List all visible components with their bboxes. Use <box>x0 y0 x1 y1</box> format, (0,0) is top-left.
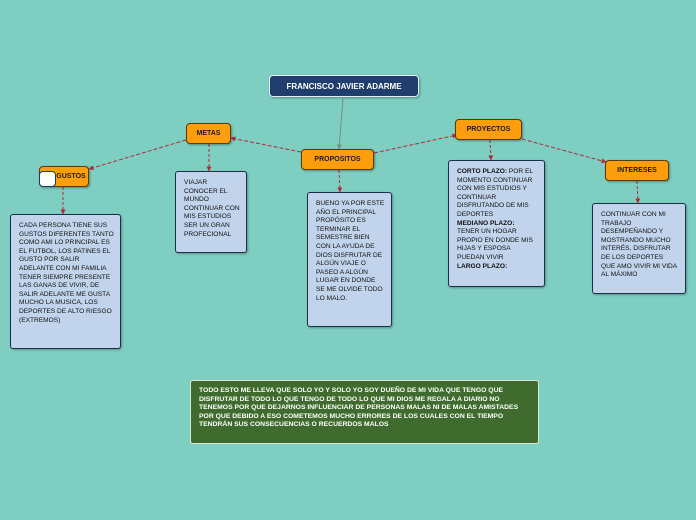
label-mediano-plazo: MEDIANO PLAZO: <box>457 219 515 227</box>
connector-proyectos-detail <box>488 139 494 161</box>
connector-intereses-detail <box>635 180 641 204</box>
topic-propositos[interactable]: PROPOSITOS <box>301 149 374 170</box>
detail-proyectos[interactable]: CORTO PLAZO: POR EL MOMENTO CONTINUAR CO… <box>448 160 545 287</box>
topic-metas[interactable]: METAS <box>186 123 231 144</box>
connector-propositos-detail <box>337 169 343 193</box>
detail-propositos[interactable]: BUENO YA POR ESTE AÑO EL PRINCIPAL PROPÓ… <box>307 192 392 327</box>
connector-propositos-proyectos <box>373 133 458 154</box>
detail-metas[interactable]: VIAJAR CONOCER EL MUNDO CONTINUAR CON MI… <box>175 171 247 253</box>
connector-title-propositos <box>336 98 344 150</box>
text-corto-plazo: POR EL MOMENTO CONTINUAR CON MIS ESTUDIO… <box>457 168 533 218</box>
detail-intereses[interactable]: CONTINUAR CON MI TRABAJO DESEMPEÑANDO Y … <box>592 203 686 294</box>
topic-proyectos[interactable]: PROYECTOS <box>455 119 522 140</box>
note-marker-icon <box>39 171 56 187</box>
connector-proyectos-intereses <box>521 138 607 164</box>
text-mediano-plazo: TENER UN HOGAR PROPIO EN DONDE MIS HIJAS… <box>457 228 533 261</box>
central-topic-title[interactable]: FRANCISCO JAVIER ADARME <box>269 75 419 97</box>
connector-metas-gustos <box>88 139 187 171</box>
detail-gustos[interactable]: CADA PERSONA TIENE SUS GUSTOS DIFERENTES… <box>10 214 121 349</box>
label-largo-plazo: LARGO PLAZO: <box>457 262 508 270</box>
conclusion-box[interactable]: TODO ESTO ME LLEVA QUE SOLO YO Y SOLO YO… <box>190 380 539 444</box>
connector-propositos-metas <box>230 136 302 153</box>
topic-intereses[interactable]: INTERESES <box>605 160 669 181</box>
label-corto-plazo: CORTO PLAZO: <box>457 168 508 175</box>
